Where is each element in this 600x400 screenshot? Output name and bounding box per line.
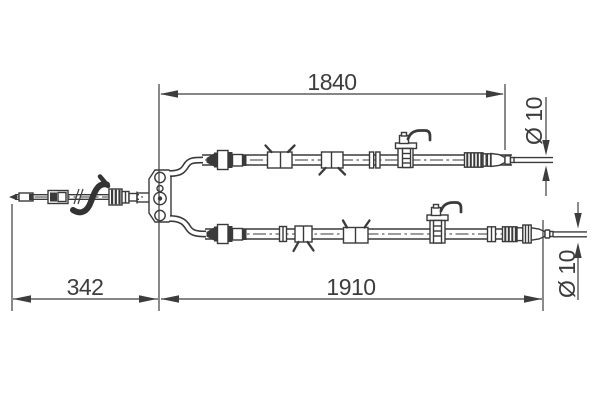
lower-mount-bracket (426, 201, 463, 244)
dimension-lower-length: 1910 (161, 274, 542, 303)
upper-cable (169, 129, 553, 177)
upper-bracket-hook (406, 129, 432, 142)
dimension-upper-diameter-label: Ø 10 (521, 97, 547, 145)
lower-clip-2 (341, 219, 371, 244)
dimension-upper-length-label: 1840 (307, 69, 356, 95)
dimension-upper-length: 1840 (160, 69, 504, 98)
upper-clip-2 (318, 151, 347, 176)
front-rod-assembly (9, 174, 152, 216)
dimension-lower-diameter: Ø 10 (554, 202, 582, 300)
equalizer-bracket (148, 169, 172, 223)
lower-bracket-hook (439, 201, 463, 214)
upper-conduit-fitting (206, 149, 247, 171)
upper-cable-end (463, 152, 553, 168)
upper-ring (368, 151, 375, 169)
upper-clip-1 (264, 144, 296, 169)
lower-clip-1 (292, 225, 315, 253)
lower-cable-end (486, 224, 587, 244)
dimension-upper-diameter: Ø 10 (521, 97, 550, 196)
dimension-front-section-label: 342 (67, 274, 104, 300)
lower-cable (169, 201, 587, 253)
dimension-front-section: 342 (13, 274, 158, 303)
upper-mount-bracket (394, 129, 432, 169)
lower-conduit-fitting (206, 223, 247, 245)
lever-arm (70, 181, 110, 216)
rod-ferrule (18, 192, 34, 202)
extension-lines (11, 84, 544, 311)
dimension-lower-length-label: 1910 (326, 274, 375, 300)
dimension-lower-diameter-label: Ø 10 (554, 250, 580, 298)
